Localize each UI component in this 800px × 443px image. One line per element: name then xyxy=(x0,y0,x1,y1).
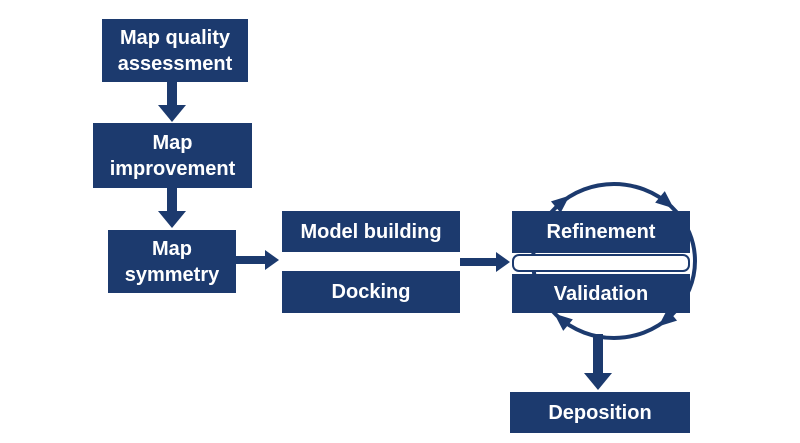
cycle-arrowhead xyxy=(658,309,678,327)
arrowhead xyxy=(584,373,612,390)
arrowhead xyxy=(158,211,186,228)
right-arrow-icon xyxy=(236,250,279,270)
down-arrow-icon xyxy=(584,334,612,390)
cycle-arrowhead xyxy=(554,313,573,331)
node-map-improvement: Map improvement xyxy=(93,123,252,188)
arrow-shaft xyxy=(167,81,177,106)
cycle-arrowhead xyxy=(550,195,570,213)
down-arrow-icon xyxy=(158,188,186,228)
arrowhead xyxy=(496,252,510,272)
arrow-shaft xyxy=(460,258,497,266)
node-model-building: Model building xyxy=(282,211,460,252)
node-map-symmetry: Map symmetry xyxy=(108,230,236,293)
refinement-validation-divider xyxy=(512,254,690,272)
down-arrow-icon xyxy=(158,81,186,122)
arrowhead xyxy=(265,250,279,270)
node-refinement: Refinement xyxy=(512,211,690,253)
node-deposition: Deposition xyxy=(510,392,690,433)
node-map-quality-assessment: Map quality assessment xyxy=(102,19,248,82)
node-docking: Docking xyxy=(282,271,460,313)
right-arrow-icon xyxy=(460,252,510,272)
node-validation: Validation xyxy=(512,274,690,313)
arrowhead xyxy=(158,105,186,122)
arrow-shaft xyxy=(236,256,266,264)
arrow-shaft xyxy=(593,334,603,374)
arrow-shaft xyxy=(167,188,177,212)
cycle-arrowhead xyxy=(655,191,674,209)
